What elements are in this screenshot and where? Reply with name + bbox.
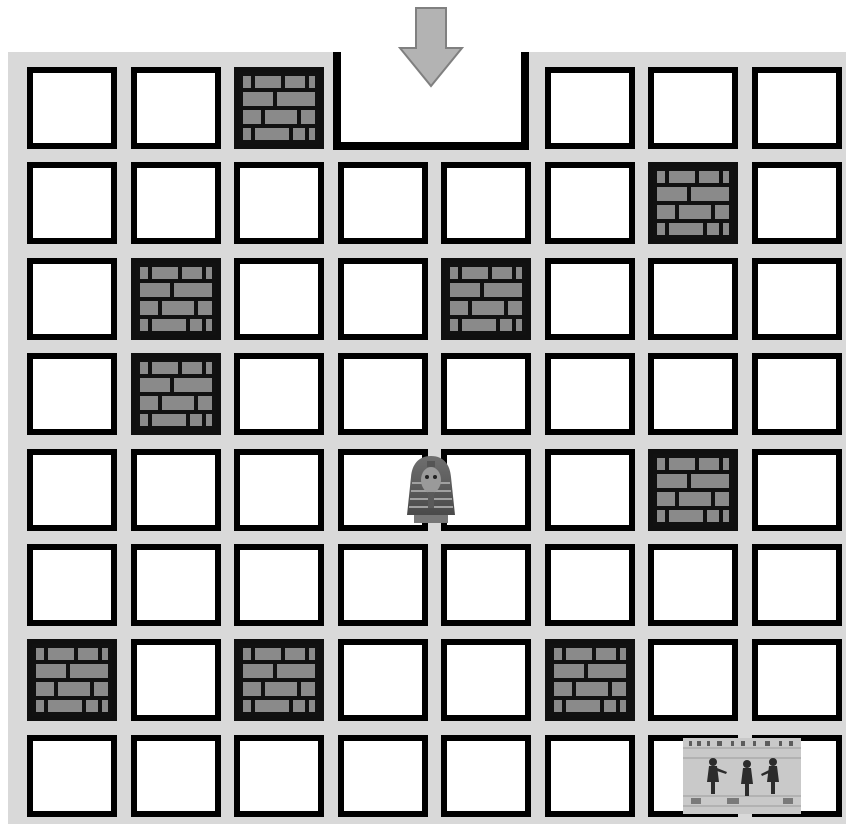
maze-cell[interactable] — [441, 735, 531, 817]
maze-cell[interactable] — [27, 735, 117, 817]
wall-block — [131, 353, 221, 435]
brick-texture — [136, 358, 216, 430]
maze-cell[interactable] — [27, 449, 117, 531]
maze-cell[interactable] — [752, 162, 842, 244]
maze-cell[interactable] — [441, 162, 531, 244]
maze-cell[interactable] — [27, 544, 117, 626]
maze-cell[interactable] — [131, 544, 221, 626]
brick-texture — [32, 644, 112, 716]
maze-cell[interactable] — [545, 353, 635, 435]
maze-cell[interactable] — [441, 544, 531, 626]
maze-cell[interactable] — [234, 258, 324, 340]
maze-cell[interactable] — [752, 449, 842, 531]
maze-cell[interactable] — [648, 544, 738, 626]
maze-cell[interactable] — [131, 449, 221, 531]
maze-cell[interactable] — [27, 258, 117, 340]
wall-block — [131, 258, 221, 340]
egyptian-mural-icon[interactable] — [683, 738, 801, 814]
wall-block — [648, 449, 738, 531]
maze-cell[interactable] — [338, 353, 428, 435]
maze-cell[interactable] — [338, 162, 428, 244]
maze-cell[interactable] — [545, 544, 635, 626]
maze-cell[interactable] — [752, 639, 842, 721]
maze-cell[interactable] — [752, 258, 842, 340]
maze-cell[interactable] — [131, 735, 221, 817]
wall-block — [648, 162, 738, 244]
maze-cell[interactable] — [441, 353, 531, 435]
maze-cell[interactable] — [752, 67, 842, 149]
maze-cell[interactable] — [338, 735, 428, 817]
maze-cell[interactable] — [338, 258, 428, 340]
maze-cell[interactable] — [338, 639, 428, 721]
maze-cell[interactable] — [545, 735, 635, 817]
maze-cell[interactable] — [234, 353, 324, 435]
brick-texture — [239, 72, 319, 144]
maze-cell[interactable] — [648, 639, 738, 721]
maze-cell[interactable] — [648, 353, 738, 435]
maze-cell[interactable] — [545, 162, 635, 244]
wall-block — [27, 639, 117, 721]
maze-cell[interactable] — [234, 449, 324, 531]
maze-cell[interactable] — [545, 449, 635, 531]
wall-block — [234, 67, 324, 149]
maze-cell[interactable] — [338, 544, 428, 626]
maze-cell[interactable] — [27, 67, 117, 149]
maze-cell[interactable] — [131, 639, 221, 721]
wall-block — [545, 639, 635, 721]
maze-cell[interactable] — [441, 639, 531, 721]
maze-cell[interactable] — [234, 544, 324, 626]
maze-cell[interactable] — [234, 735, 324, 817]
wall-block — [441, 258, 531, 340]
maze-cell[interactable] — [648, 258, 738, 340]
brick-texture — [239, 644, 319, 716]
brick-texture — [653, 167, 733, 239]
maze-cell[interactable] — [27, 162, 117, 244]
brick-texture — [550, 644, 630, 716]
maze-cell[interactable] — [545, 67, 635, 149]
wall-block — [234, 639, 324, 721]
maze-cell[interactable] — [27, 353, 117, 435]
maze-cell[interactable] — [131, 67, 221, 149]
down-arrow-icon — [396, 6, 466, 90]
maze-cell[interactable] — [131, 162, 221, 244]
maze-cell[interactable] — [648, 67, 738, 149]
maze-cell[interactable] — [752, 544, 842, 626]
brick-texture — [136, 263, 216, 335]
maze-cell[interactable] — [234, 162, 324, 244]
maze-cell[interactable] — [752, 353, 842, 435]
maze-cell[interactable] — [545, 258, 635, 340]
brick-texture — [446, 263, 526, 335]
pharaoh-mask-icon[interactable] — [404, 453, 458, 525]
brick-texture — [653, 454, 733, 526]
